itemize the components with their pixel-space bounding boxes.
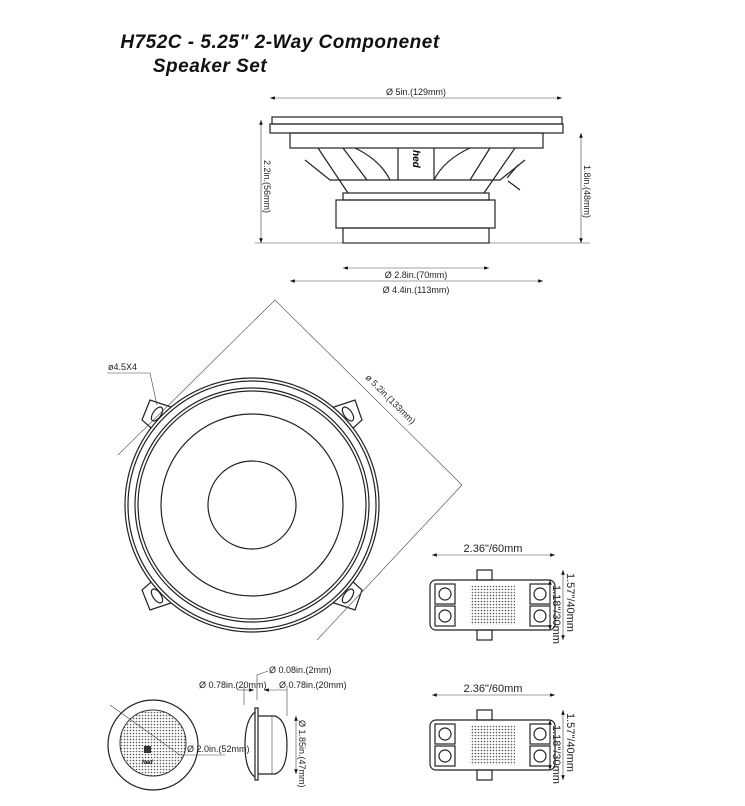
tweeter-body-diameter: Ø 1.85in.(47mm) xyxy=(297,720,307,788)
tweeter-body-depth: Ø 0.78in.(20mm) xyxy=(279,680,347,690)
woofer-logo: hed xyxy=(410,150,421,169)
title-line-1: H752C - 5.25" 2-Way Componenet xyxy=(120,32,440,53)
tweeter-grille-depth: Ø 0.78in.(20mm) xyxy=(199,680,267,690)
crossover-top: 2.36"/60mm 1.18"/30mm 1.57"/40mm xyxy=(429,543,576,644)
outer-diameter-label: Ø 5in.(129mm) xyxy=(386,87,446,97)
bolt-circle-label: ø 5.2in.(133mm) xyxy=(364,372,418,426)
crossover-top-width: 2.36"/60mm xyxy=(464,543,523,555)
woofer-front-view: ø4.5X4 ø 5.2in.(133mm) xyxy=(107,299,463,641)
total-depth-label: 2.2in.(56mm) xyxy=(262,160,272,213)
tweeter-front-view: hed Ø 2.0in.(52mm) xyxy=(107,699,250,791)
crossover-bottom-width: 2.36"/60mm xyxy=(464,683,523,695)
tweeter-flange-thickness: Ø 0.08in.(2mm) xyxy=(269,665,332,675)
tweeter-logo: hed xyxy=(142,760,153,766)
cutout-diameter-label: Ø 4.4in.(113mm) xyxy=(383,285,450,295)
crossover-bottom-total-height: 1.57"/40mm xyxy=(564,713,576,772)
tweeter-side-view: Ø 0.78in.(20mm) Ø 0.78in.(20mm) Ø 0.08in… xyxy=(199,665,347,788)
crossover-top-total-height: 1.57"/40mm xyxy=(564,573,576,632)
crossover-top-body-height: 1.18"/30mm xyxy=(550,585,562,644)
mount-depth-label: 1.8in.(48mm) xyxy=(582,165,592,218)
crossover-bottom: 2.36"/60mm 1.18"/30mm 1.57"/40mm xyxy=(429,683,576,784)
tweeter-front-diameter: Ø 2.0in.(52mm) xyxy=(187,744,250,754)
woofer-side-view: hed Ø 5in.(129mm) 2.2in.(56mm) 1.8in.(48… xyxy=(255,87,592,295)
mount-hole-label: ø4.5X4 xyxy=(108,362,137,372)
title-line-2: Speaker Set xyxy=(152,56,268,77)
magnet-diameter-label: Ø 2.8in.(70mm) xyxy=(385,270,448,280)
crossover-bottom-body-height: 1.18"/30mm xyxy=(550,725,562,784)
